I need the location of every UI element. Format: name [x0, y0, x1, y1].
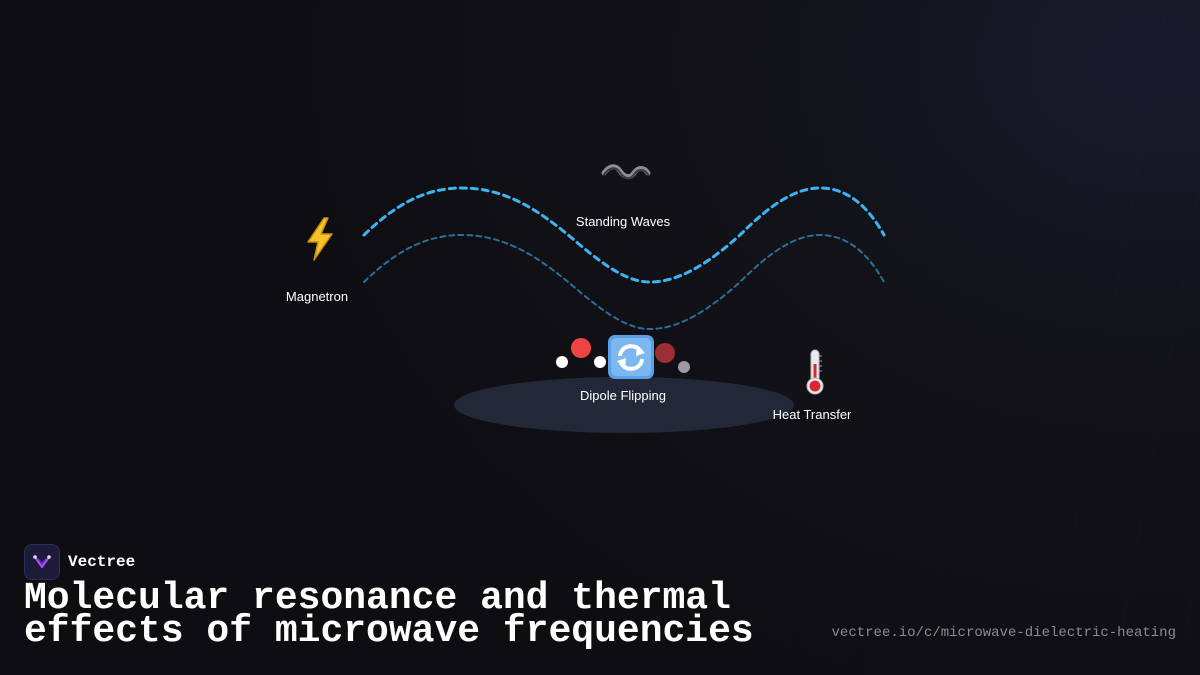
food-dish — [454, 377, 794, 433]
molecule-atom-red — [571, 338, 591, 358]
magnetron-label: Magnetron — [285, 289, 349, 304]
molecule-atom-white-right — [594, 356, 606, 368]
standing-wave-primary — [362, 186, 886, 284]
rotating-arrows-icon — [607, 334, 655, 384]
molecule-atom-dark-red — [655, 343, 675, 363]
source-url: vectree.io/c/microwave-dielectric-heatin… — [831, 625, 1176, 641]
page-title: Molecular resonance and thermal effects … — [24, 577, 754, 653]
lightning-bolt-icon — [302, 216, 338, 266]
wavy-dash-icon — [601, 162, 651, 188]
brand: Vectree — [24, 544, 135, 580]
molecule-atom-white-left — [556, 356, 568, 368]
standing-wave-secondary — [363, 233, 885, 331]
molecule-atom-gray-right — [678, 361, 690, 373]
brand-name: Vectree — [68, 553, 136, 571]
thermometer-icon — [803, 348, 827, 400]
vectree-logo-icon — [24, 544, 60, 580]
dipole-flipping-label: Dipole Flipping — [580, 388, 666, 403]
standing-waves-label: Standing Waves — [575, 214, 671, 229]
heat-transfer-label: Heat Transfer — [772, 407, 852, 422]
